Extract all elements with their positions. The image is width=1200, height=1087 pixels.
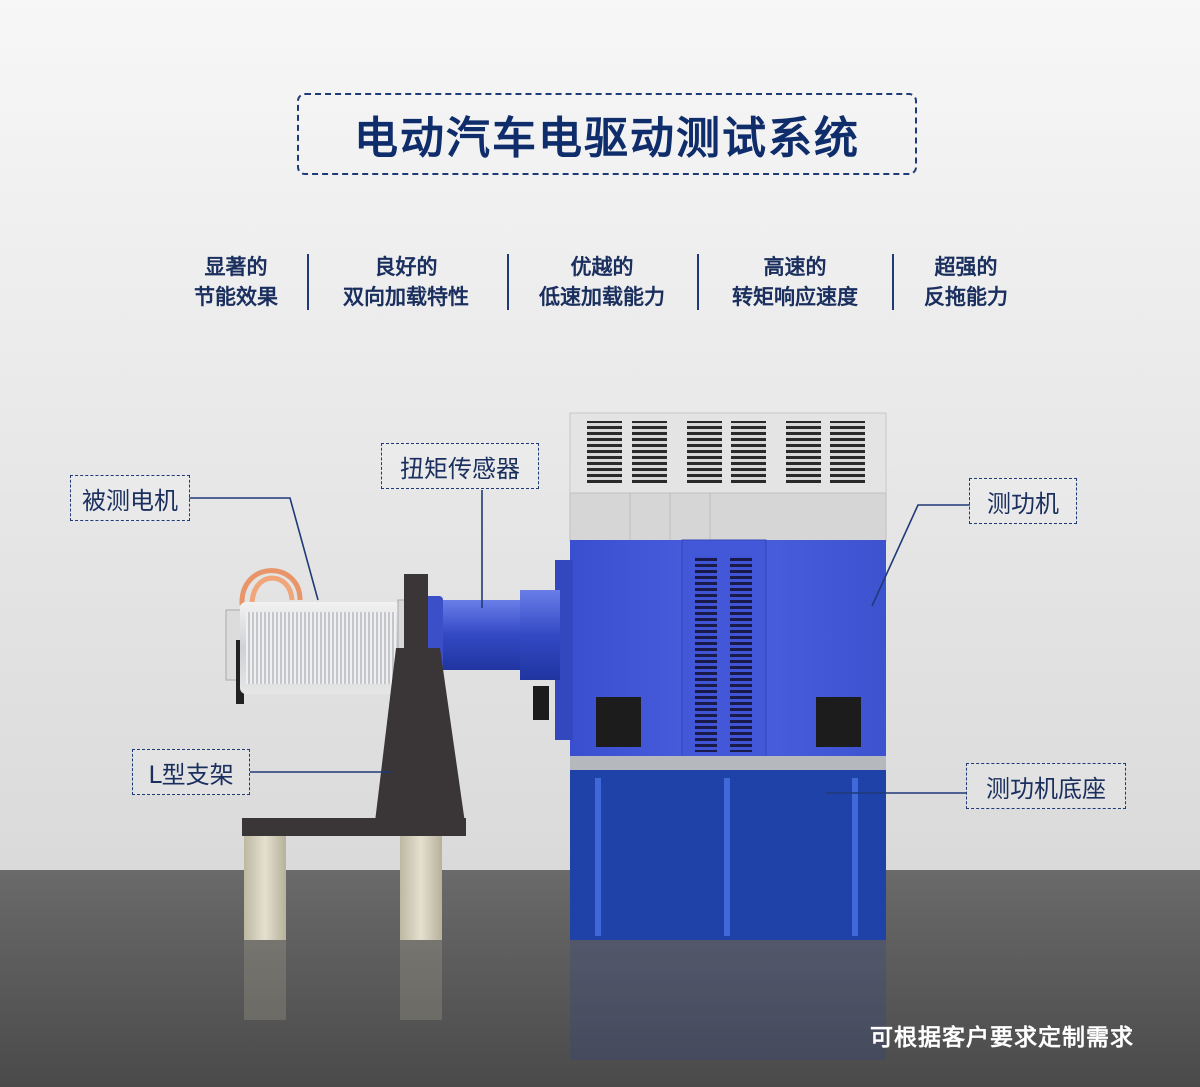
motor-under-test [225,568,413,704]
label-dyno-base: 测功机底座 [966,763,1126,809]
leg-reflection-left [244,940,286,1020]
l-bracket [242,574,466,836]
feature-line2: 转矩响应速度 [732,285,858,309]
page-title: 电动汽车电驱动测试系统 [354,113,860,164]
bracket-leg-left [244,836,286,940]
leader-motor [189,497,319,601]
feature-line1: 良好的 [374,255,438,279]
feature-line1: 优越的 [570,255,634,279]
feature-item: 超强的 反拖能力 [906,252,1026,312]
label-torque-sensor: 扭矩传感器 [381,443,539,489]
feature-list: 显著的 节能效果 良好的 双向加载特性 优越的 低速加载能力 高速的 转矩响应速… [0,252,1200,312]
bracket-leg-right [400,836,442,940]
feature-divider [307,254,309,310]
feature-item: 优越的 低速加载能力 [518,252,686,312]
leader-dynamometer [871,504,970,607]
customization-note: 可根据客户要求定制需求 [870,1025,1134,1051]
torque-sensor-shaft [425,590,560,680]
dyno-reflection [570,940,886,1060]
dynamometer-base [570,770,886,940]
feature-divider [507,254,509,310]
label-motor-under-test: 被测电机 [70,475,190,521]
feature-line1: 超强的 [934,255,998,279]
leg-reflection-right [400,940,442,1020]
feature-item: 高速的 转矩响应速度 [710,252,880,312]
feature-item: 显著的 节能效果 [176,252,296,312]
feature-line1: 显著的 [204,255,268,279]
feature-line2: 双向加载特性 [343,285,469,309]
feature-line2: 节能效果 [194,285,278,309]
leader-lines [189,490,970,794]
feature-line2: 低速加载能力 [539,285,665,309]
feature-divider [892,254,894,310]
dynamometer-body [533,539,886,770]
feature-divider [697,254,699,310]
feature-item: 良好的 双向加载特性 [322,252,490,312]
title-box: 电动汽车电驱动测试系统 [297,93,917,175]
dynamometer-top-cabinet [569,412,887,542]
feature-line2: 反拖能力 [924,285,1008,309]
label-dynamometer: 测功机 [969,478,1077,524]
feature-line1: 高速的 [763,255,827,279]
label-l-bracket: L型支架 [132,749,250,795]
